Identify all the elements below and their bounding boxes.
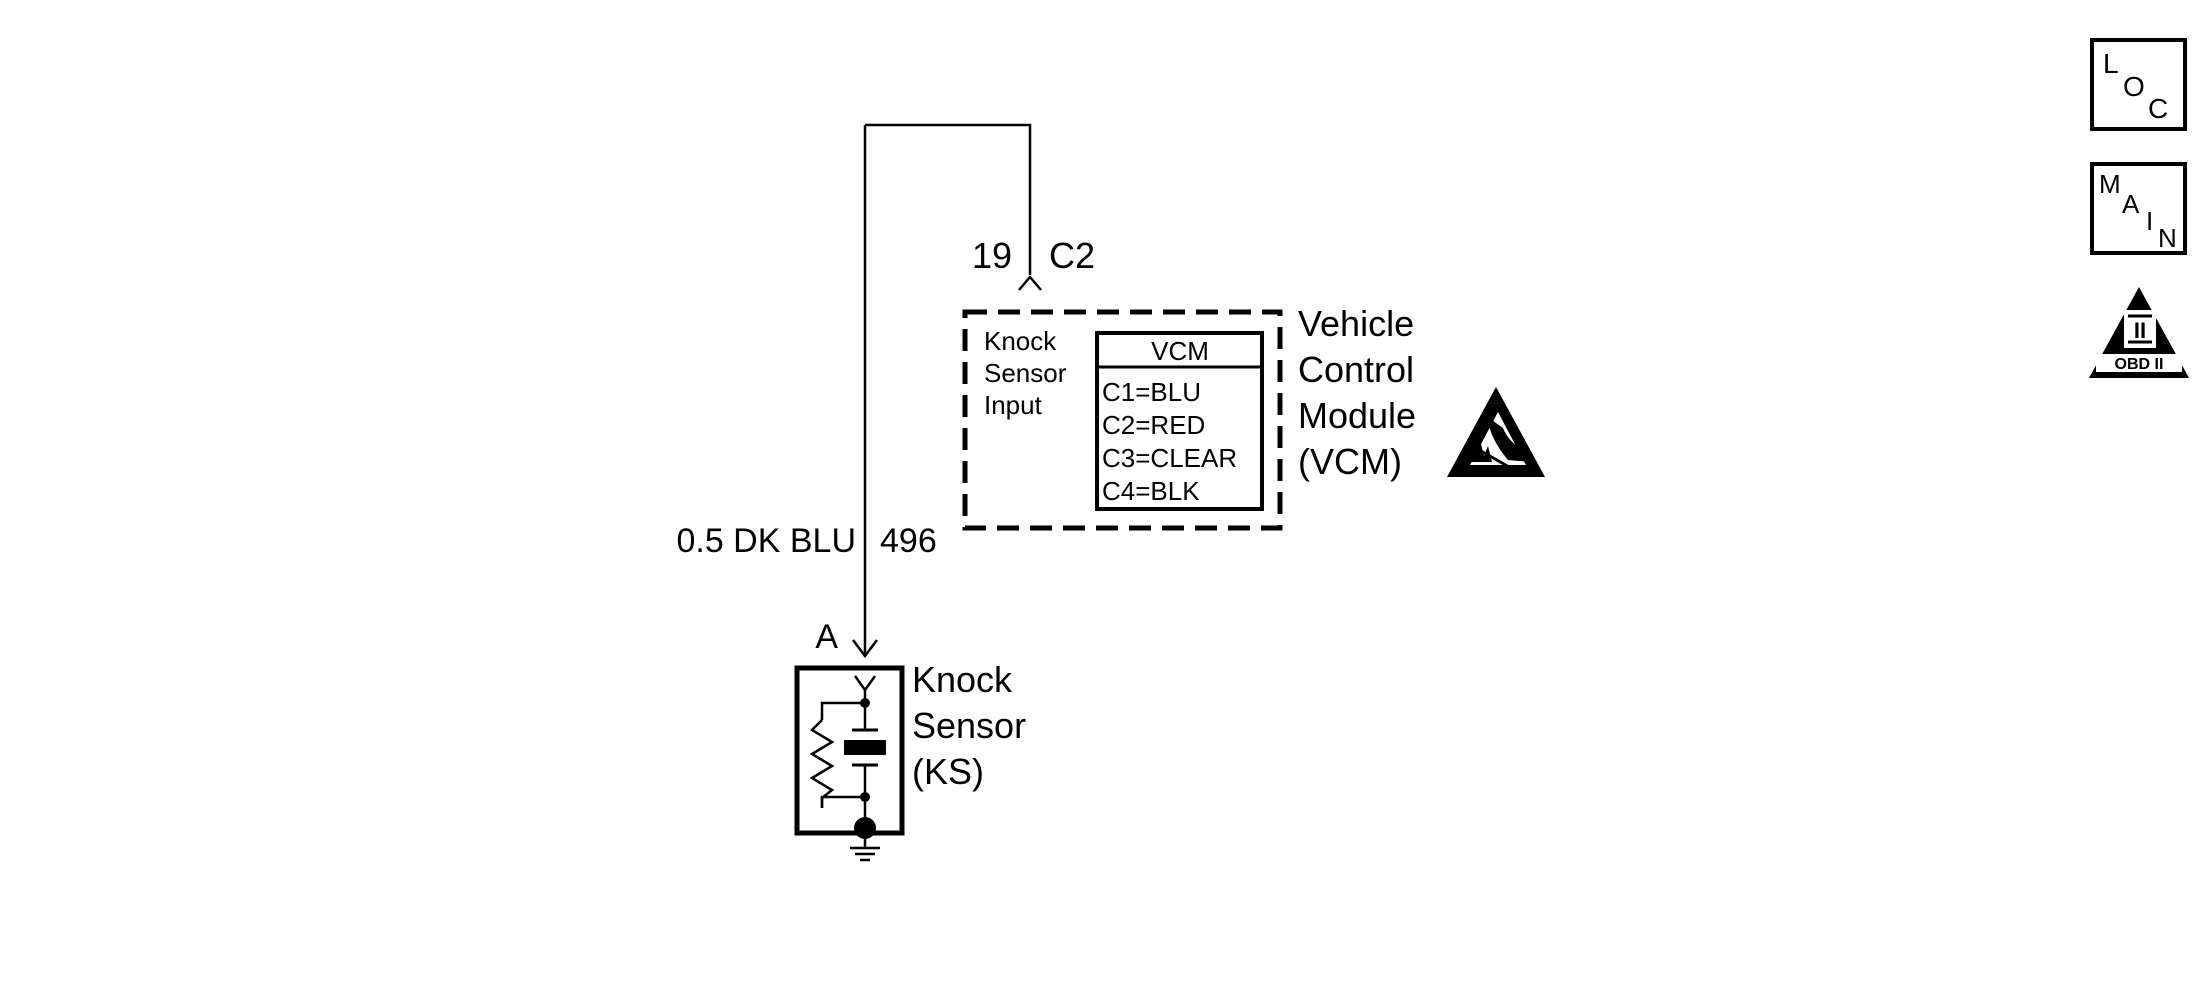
knock-sensor-terminal-label: A [815,618,838,656]
obd-label: OBD II [2115,356,2164,373]
connector-c2-pin-19 [1018,275,1042,291]
svg-text:(KS): (KS) [912,751,984,792]
svg-text:(VCM): (VCM) [1298,441,1402,482]
wire-circuit-number: 496 [880,522,937,560]
wire-496 [863,123,1032,654]
obd-roman-numeral: II [2134,318,2146,343]
svg-text:Input: Input [984,390,1043,420]
svg-text:I: I [2146,206,2153,236]
connector-pin-number: 19 [972,235,1012,276]
ground-icon [850,817,880,862]
obd-ii-icon[interactable]: II OBD II [2089,287,2189,378]
svg-text:Knock: Knock [912,659,1013,700]
main-button[interactable]: M A I N [2090,162,2187,255]
knock-sensor-name: Knock Sensor (KS) [912,659,1026,792]
svg-text:Knock: Knock [984,326,1057,356]
svg-text:Sensor: Sensor [984,358,1067,388]
svg-text:Control: Control [1298,349,1414,390]
vcm-connector-c1: C1=BLU [1102,377,1201,407]
connector-id: C2 [1049,235,1095,276]
vcm-module-name: Vehicle Control Module (VCM) [1298,303,1416,482]
knock-sensor-symbol [794,665,905,836]
vcm-table-header: VCM [1151,336,1209,366]
vcm-connector-c4: C4=BLK [1102,476,1200,506]
vcm-connector-c3: C3=CLEAR [1102,443,1237,473]
svg-text:Vehicle: Vehicle [1298,303,1414,344]
svg-text:Module: Module [1298,395,1416,436]
loc-button[interactable]: L O C [2090,38,2187,131]
vcm-connector-table: VCM C1=BLU C2=RED C3=CLEAR C4=BLK [1095,331,1264,511]
svg-text:O: O [2123,71,2145,102]
svg-text:L: L [2103,48,2119,79]
svg-text:A: A [2122,189,2140,219]
svg-text:N: N [2158,223,2177,253]
terminal-a-arrow [852,639,878,659]
svg-text:M: M [2099,169,2121,199]
vcm-connector-c2: C2=RED [1102,410,1205,440]
svg-text:C: C [2148,93,2168,124]
esd-sensitive-icon [1447,387,1545,477]
wire-gauge-color: 0.5 DK BLU [676,522,856,560]
knock-sensor-input-label: Knock Sensor Input [984,326,1067,420]
svg-text:Sensor: Sensor [912,705,1026,746]
